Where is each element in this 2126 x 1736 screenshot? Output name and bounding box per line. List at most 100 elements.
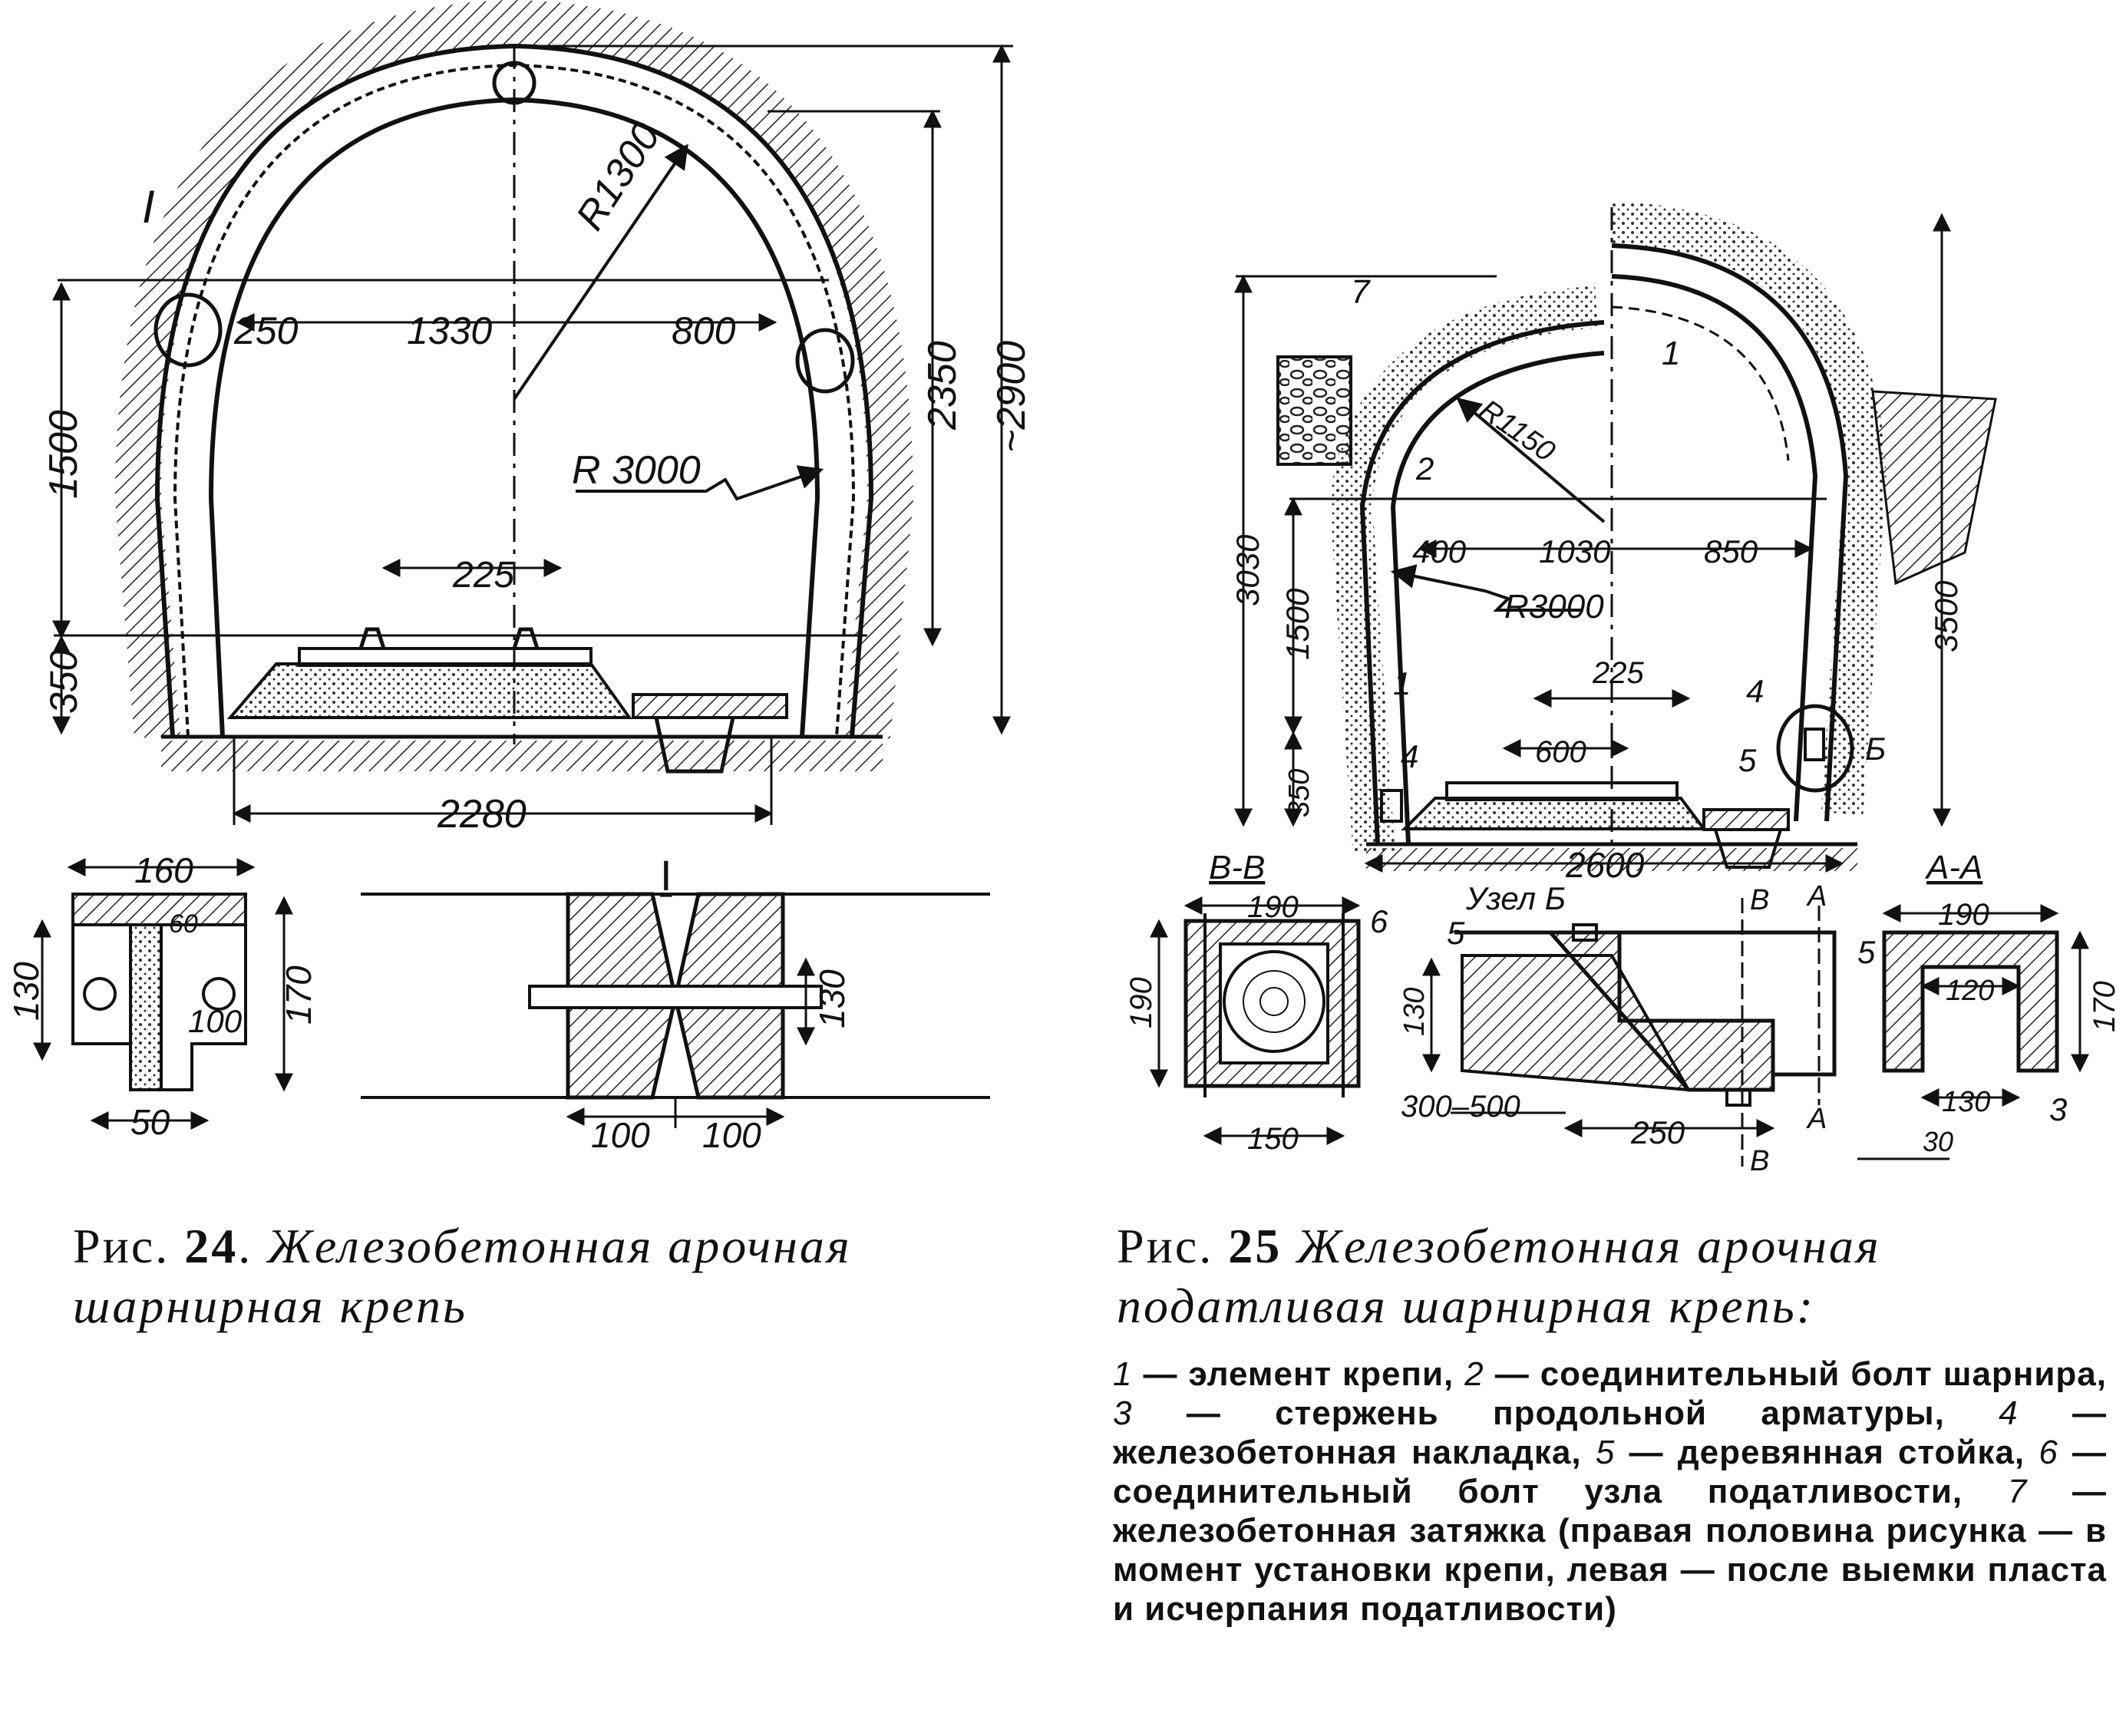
fig25-node-b-drawing	[1422, 898, 1837, 1167]
fig24-caption-prefix: Рис.	[73, 1219, 170, 1273]
fig24-dim-225: 225	[452, 555, 514, 596]
legend-item-3: 3 — стержень продольной арматуры,	[1113, 1394, 1945, 1432]
fig25-bb-190h: 190	[1124, 977, 1158, 1028]
fig25-bolt-b	[1804, 728, 1825, 761]
fig25-part-2: 2	[1415, 451, 1434, 487]
fig24-rock-band	[114, 0, 914, 739]
fig25-dim-225: 225	[1592, 656, 1644, 690]
fig24-radius-leader-top	[513, 144, 688, 401]
fig24-sleeper	[298, 647, 593, 667]
fig24-sec-100: 100	[188, 1003, 243, 1039]
fig25-arch-left-outer	[1359, 320, 1605, 845]
fig24-caption: Рис. 24. Железобетонная арочная шарнирна…	[73, 1216, 1009, 1336]
fig24-joint-left	[154, 292, 223, 368]
legend-item-1: 1 — элемент крепи,	[1113, 1355, 1454, 1393]
fig25-dim-850: 850	[1704, 533, 1758, 569]
fig24-section-web	[115, 923, 163, 1091]
fig24-section-labels: 160 60 130 100 170 50	[6, 850, 319, 1142]
fig24-dim-r3000: R 3000	[572, 448, 701, 493]
fig24-ballast	[226, 662, 632, 719]
fig25-node-b-circle	[1776, 704, 1854, 793]
fig24-gutter	[632, 693, 788, 719]
fig25-dim-600: 600	[1535, 735, 1586, 769]
fig25-part-1-left: 1	[1393, 665, 1411, 701]
fig25-ballast	[1401, 797, 1707, 830]
fig24-sec-160: 160	[134, 850, 193, 890]
fig25-nodeb-cut-a1: А	[1806, 880, 1827, 913]
legend-item-4: 4 — железобетонная накладка,	[1113, 1394, 2107, 1471]
fig25-caption-number: 25	[1228, 1219, 1283, 1273]
fig25-part-7: 7	[1351, 273, 1371, 311]
legend-item-5: 5 — деревянная стойка,	[1595, 1434, 2025, 1471]
fig24-detail-drawing	[361, 892, 990, 1128]
fig25-node-b-labels: Узел Б 5 130 300–500 250 В В А А	[1398, 880, 1827, 1177]
fig25-arch-right-inner	[1611, 274, 1818, 822]
fig25-dim-2600: 2600	[1565, 845, 1645, 885]
fig25-section-bb-labels: В-В 190 190 150 6	[1124, 849, 1388, 1156]
fig24-joint-right	[795, 328, 855, 394]
fig25-dimension-lines	[1234, 213, 1951, 873]
fig24-sec-60: 60	[169, 909, 198, 939]
fig25-arch-right-outer	[1611, 243, 1849, 822]
fig25-dimension-labels: R1150 R3000 400 1030 850 3030 1500 350 3…	[1230, 273, 1964, 885]
legend-item-6: 6 — соединительный болт узла податливост…	[1113, 1434, 2107, 1510]
fig25-part-5: 5	[1738, 742, 1757, 778]
fig24-dim-800: 800	[672, 309, 736, 352]
fig25-nodeb-300-500: 300–500	[1401, 1090, 1520, 1124]
fig25-legend: 1 — элемент крепи, 2 — соединительный бо…	[1113, 1355, 2107, 1629]
fig25-part-1-right: 1	[1662, 335, 1680, 372]
fig24-detail-130: 130	[812, 969, 852, 1028]
fig25-caption-prefix: Рис.	[1117, 1219, 1214, 1273]
fig24-section-bolt-left	[83, 977, 117, 1011]
fig25-timber-prop	[1223, 950, 1325, 1053]
fig24-dim-2350: 2350	[920, 341, 965, 431]
legend-item-2: 2 — соединительный болт шарнира,	[1464, 1355, 2107, 1393]
fig25-gutter	[1702, 808, 1790, 831]
fig24-detail-labels: I 130 100 100	[591, 851, 852, 1155]
fig25-aa-120: 120	[1946, 975, 1994, 1007]
fig25-nodeb-cut-b2: В	[1750, 1145, 1769, 1177]
fig24-section-bolt-right	[202, 977, 236, 1011]
fig25-nodeb-title: Узел Б	[1465, 880, 1566, 916]
fig24-section-body	[71, 925, 247, 1091]
fig25-stone-pile	[1276, 355, 1352, 466]
fig24-detail-100a: 100	[591, 1115, 650, 1155]
fig25-rock-band-left	[1329, 285, 1598, 853]
fig24-dim-1330: 1330	[407, 309, 492, 352]
fig24-dim-350: 350	[42, 649, 85, 714]
fig25-rock-band-right	[1611, 201, 1887, 815]
fig25-aa-3: 3	[2049, 1091, 2067, 1127]
fig25-aa-170: 170	[2088, 981, 2121, 1032]
fig24-caption-number: 24	[184, 1219, 239, 1273]
fig24-section-drawing	[33, 858, 293, 1130]
fig25-dim-3030: 3030	[1230, 534, 1266, 606]
fig25-radius-leader	[1456, 397, 1606, 523]
fig25-node-b-timber	[1461, 954, 1692, 1092]
fig25-arch-drawing	[1276, 201, 1997, 871]
fig25-section-bb-drawing	[1150, 896, 1361, 1145]
fig24-node-label: I	[142, 181, 155, 233]
fig25-dim-r1150: R1150	[1474, 394, 1561, 468]
fig25-caption-title: Железобетонная арочная податливая шарнир…	[1117, 1219, 1881, 1333]
fig24-detail-title: I	[660, 851, 672, 899]
fig25-dim-r3000: R3000	[1504, 588, 1604, 625]
fig25-dim-1500: 1500	[1279, 588, 1316, 660]
fig25-dim-1030: 1030	[1539, 533, 1611, 569]
fig24-dim-1500: 1500	[41, 410, 86, 499]
fig25-bb-150: 150	[1247, 1122, 1299, 1156]
fig25-dim-350: 350	[1283, 769, 1316, 817]
fig25-bb-title: В-В	[1209, 849, 1265, 886]
fig24-rail-left	[358, 627, 386, 649]
fig25-aa-5: 5	[1857, 934, 1876, 970]
fig24-sec-130: 130	[6, 962, 46, 1021]
fig25-dim-3500: 3500	[1928, 580, 1964, 652]
fig25-aa-30: 30	[1923, 1126, 1953, 1157]
fig24-radius-leader-side	[576, 465, 824, 501]
fig24-dim-250: 250	[233, 309, 299, 352]
fig25-nodeb-130: 130	[1398, 988, 1431, 1036]
fig24-dimension-lines	[52, 44, 1013, 825]
fig25-bb-190w: 190	[1247, 890, 1299, 924]
fig25-arch-dashed	[1611, 305, 1790, 461]
fig25-arch-left-inner	[1390, 351, 1605, 845]
